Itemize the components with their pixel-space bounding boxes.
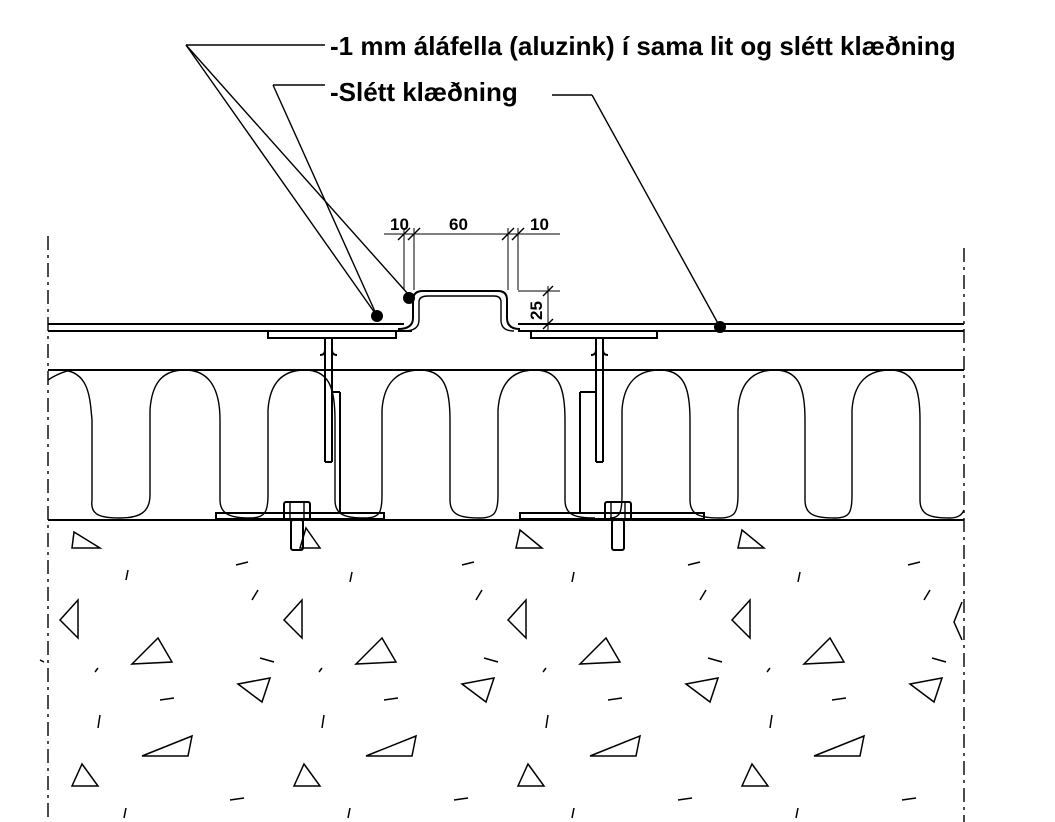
dim-60: 60 bbox=[449, 215, 468, 234]
anchor-bolt-right bbox=[604, 501, 632, 551]
cladding-label: -Slétt klæðning bbox=[330, 77, 518, 107]
bracket-right bbox=[519, 330, 705, 520]
dim-10-left: 10 bbox=[390, 215, 409, 234]
concrete-hatch bbox=[39, 526, 963, 819]
flashing-profile bbox=[397, 290, 521, 330]
anchor-bolt-left bbox=[283, 501, 311, 551]
dimension-lines bbox=[384, 227, 560, 330]
bracket-left bbox=[215, 330, 397, 520]
leader-lines bbox=[185, 44, 721, 328]
insulation bbox=[47, 369, 965, 519]
dim-10-right: 10 bbox=[530, 215, 549, 234]
flashing-label: -1 mm áláfella (aluzink) í sama lit og s… bbox=[330, 31, 956, 61]
dim-25: 25 bbox=[527, 301, 546, 320]
